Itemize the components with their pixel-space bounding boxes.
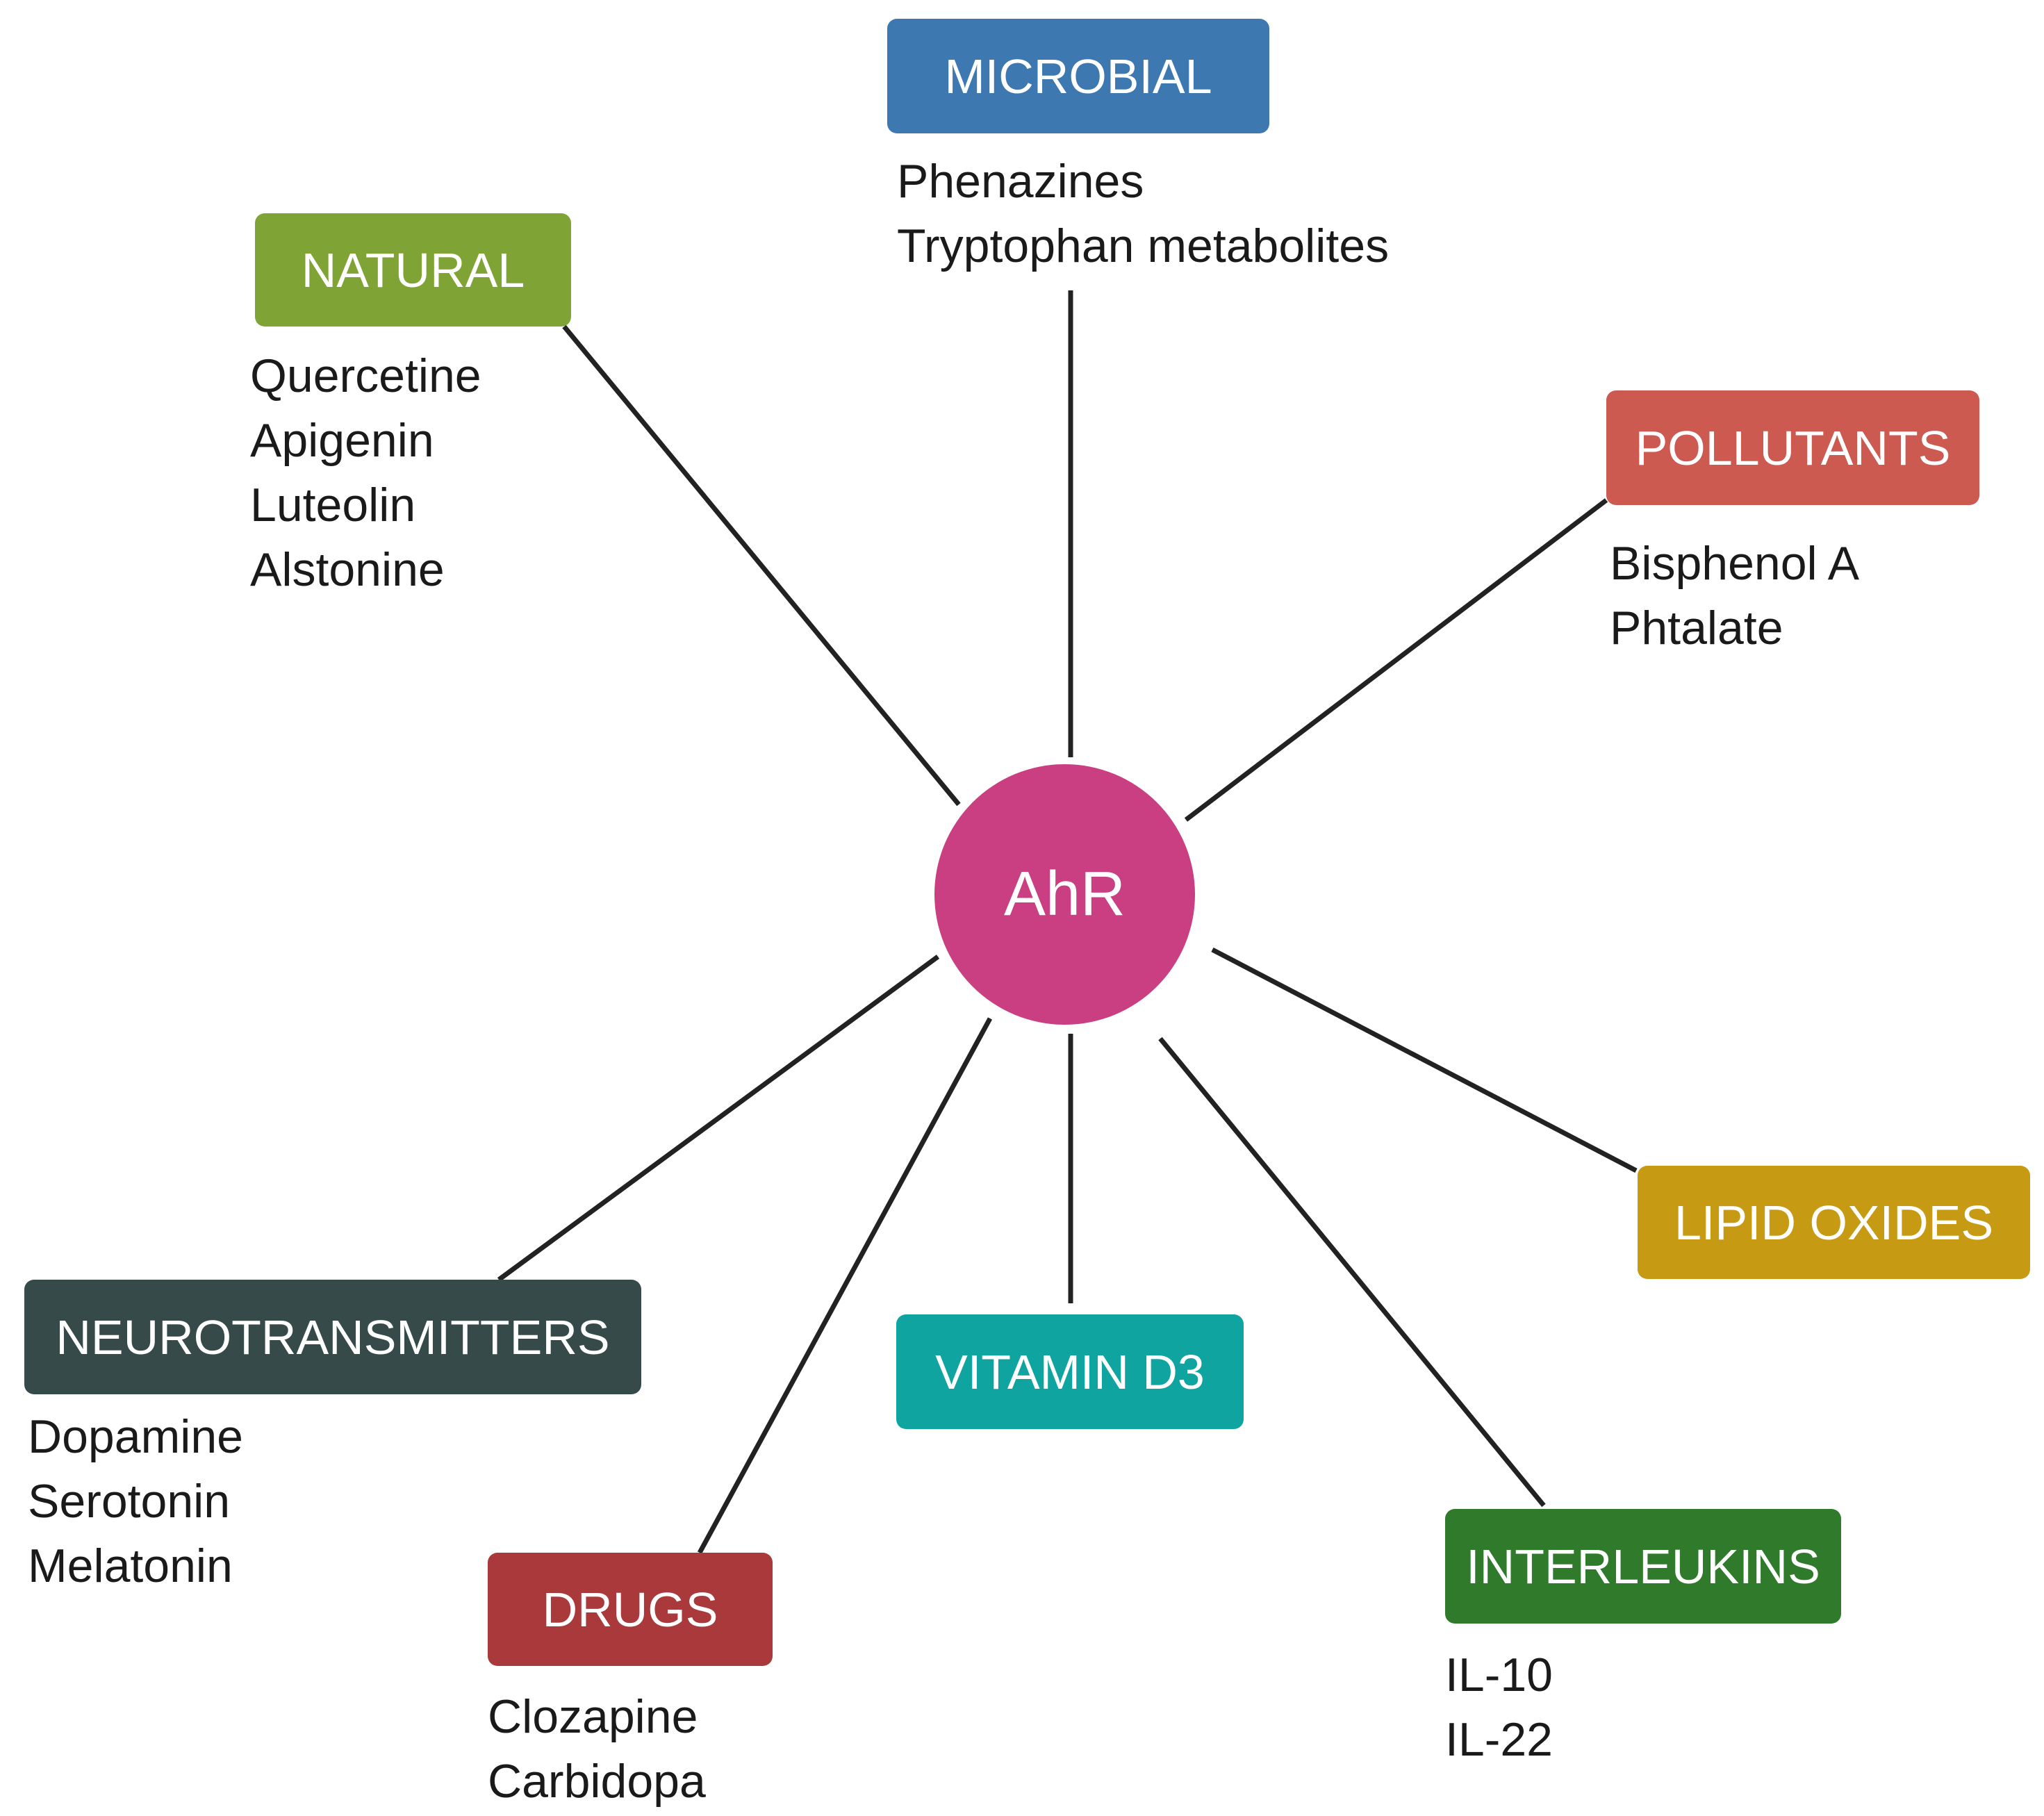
arrow-neurotransmitters-to-ahr [497, 955, 940, 1282]
drugs-examples-list: Clozapine Carbidopa [488, 1685, 706, 1814]
list-item: Apigenin [250, 414, 434, 467]
list-item: Bisphenol A [1610, 537, 1860, 590]
list-item: IL-22 [1445, 1713, 1553, 1766]
natural-category-box: NATURAL [255, 213, 571, 327]
interleukins-examples-list: IL-10 IL-22 [1445, 1643, 1553, 1772]
drugs-category-box: DRUGS [488, 1553, 773, 1666]
list-item: Alstonine [250, 543, 445, 596]
arrow-natural-to-ahr [562, 324, 961, 807]
list-item: Clozapine [488, 1690, 698, 1743]
vitamin-d3-label: VITAMIN D3 [935, 1344, 1205, 1399]
list-item: Phenazines [897, 155, 1144, 208]
vitamin-d3-category-box: VITAMIN D3 [896, 1314, 1244, 1429]
list-item: Serotonin [28, 1475, 231, 1528]
microbial-examples-list: Phenazines Tryptophan metabolites [897, 149, 1389, 279]
interleukins-category-box: INTERLEUKINS [1445, 1509, 1841, 1624]
natural-label: NATURAL [301, 242, 525, 297]
arrow-lipid-oxides-to-ahr [1211, 947, 1638, 1173]
interleukins-label: INTERLEUKINS [1466, 1539, 1820, 1594]
arrow-drugs-to-ahr [697, 1017, 993, 1554]
arrow-pollutants-to-ahr [1184, 498, 1608, 822]
list-item: Melatonin [28, 1540, 233, 1592]
neurotransmitters-examples-list: Dopamine Serotonin Melatonin [28, 1405, 243, 1599]
list-item: Quercetine [250, 349, 481, 402]
list-item: Luteolin [250, 479, 416, 531]
list-item: IL-10 [1445, 1649, 1553, 1701]
hub-label: AhR [1003, 859, 1126, 929]
list-item: Dopamine [28, 1410, 243, 1463]
lipid-oxides-category-box: LIPID OXIDES [1638, 1166, 2030, 1279]
neurotransmitters-label: NEUROTRANSMITTERS [56, 1310, 610, 1364]
pollutants-examples-list: Bisphenol A Phtalate [1610, 531, 1859, 661]
arrow-interleukins-to-ahr [1158, 1037, 1546, 1508]
ahr-hub-node: AhR [934, 764, 1195, 1025]
list-item: Carbidopa [488, 1755, 706, 1808]
natural-examples-list: Quercetine Apigenin Luteolin Alstonine [250, 344, 481, 602]
list-item: Tryptophan metabolites [897, 220, 1390, 272]
lipid-oxides-label: LIPID OXIDES [1674, 1195, 1994, 1250]
list-item: Phtalate [1610, 602, 1783, 654]
microbial-category-box: MICROBIAL [887, 19, 1269, 133]
drugs-label: DRUGS [542, 1582, 718, 1637]
pollutants-category-box: POLLUTANTS [1606, 390, 1979, 505]
microbial-label: MICROBIAL [944, 49, 1212, 104]
pollutants-label: POLLUTANTS [1635, 420, 1951, 475]
neurotransmitters-category-box: NEUROTRANSMITTERS [24, 1280, 641, 1394]
